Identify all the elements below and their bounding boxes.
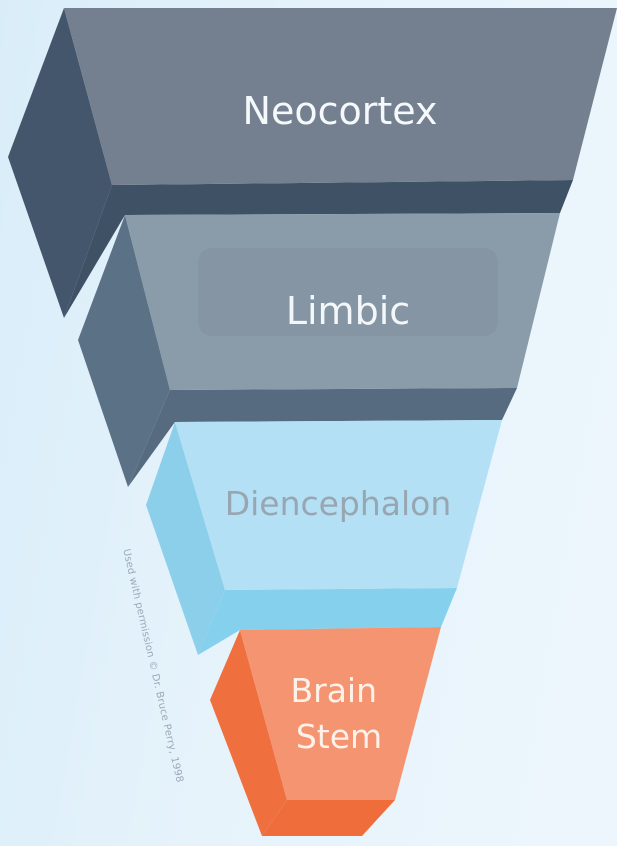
brain-stem-label-line2: Stem xyxy=(296,717,382,756)
neocortex-label: Neocortex xyxy=(243,89,438,133)
neocortex-bottom-face xyxy=(64,180,573,318)
brain-stem-front-face xyxy=(240,627,441,800)
brain-stem-label: Brain Stem xyxy=(290,671,387,756)
limbic-label-panel xyxy=(198,248,498,336)
neocortex-front-face xyxy=(64,8,617,185)
layer-neocortex: Neocortex xyxy=(8,8,617,318)
layer-diencephalon: Diencephalon xyxy=(146,420,502,655)
diencephalon-front-face xyxy=(175,420,502,590)
diencephalon-bottom-face xyxy=(198,588,457,655)
brain-stem-side-face xyxy=(210,630,287,836)
diencephalon-side-face xyxy=(146,422,225,655)
limbic-side-face xyxy=(78,215,170,487)
diencephalon-label: Diencephalon xyxy=(225,484,452,523)
brain-stem-label-line1: Brain xyxy=(290,671,377,710)
brain-stem-bottom-face xyxy=(262,800,395,836)
limbic-label: Limbic xyxy=(286,289,410,333)
layer-limbic: Limbic xyxy=(78,213,560,487)
limbic-bottom-face xyxy=(128,388,517,487)
neocortex-side-face xyxy=(8,8,112,318)
layer-brain-stem: Brain Stem xyxy=(210,627,441,836)
